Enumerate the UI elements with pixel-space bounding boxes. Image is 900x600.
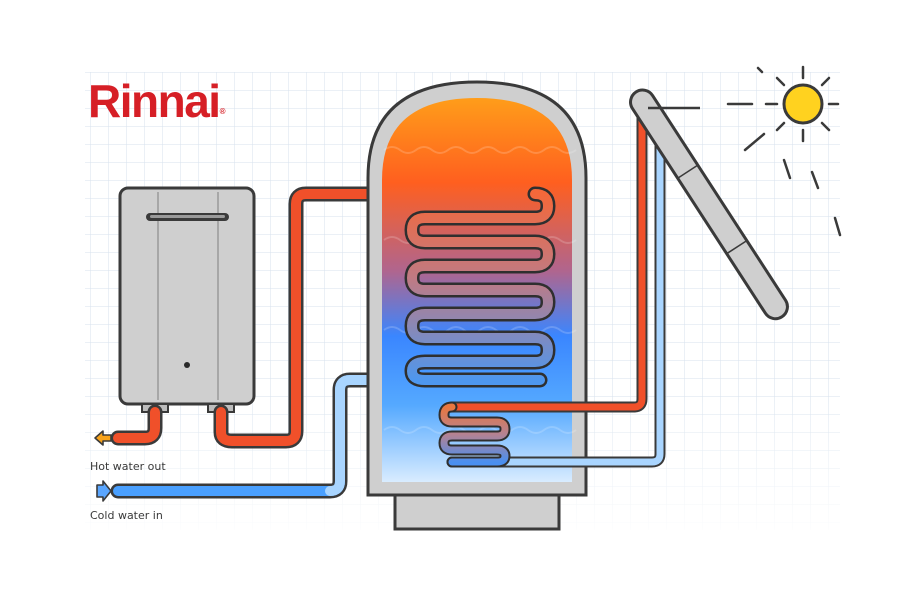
hot-arrow-icon bbox=[94, 430, 112, 446]
trademark-symbol: ® bbox=[219, 107, 226, 116]
solar-loop-pipes bbox=[446, 97, 666, 468]
hot-water-out-pipe bbox=[110, 404, 163, 446]
tankless-water-heater-icon bbox=[118, 186, 256, 413]
upper-heat-exchanger-coil bbox=[404, 186, 556, 388]
hot-water-out-label: Hot water out bbox=[90, 460, 166, 473]
brand-name: Rinnai bbox=[88, 75, 221, 127]
cold-arrow-icon bbox=[96, 480, 112, 502]
cold-water-in-pipe bbox=[110, 372, 548, 499]
brand-logo: Rinnai® bbox=[88, 78, 225, 124]
sun-icon bbox=[726, 65, 842, 237]
solar-collector-icon bbox=[629, 88, 789, 321]
hot-supply-pipe bbox=[213, 186, 543, 449]
lower-heat-exchanger-coil bbox=[438, 401, 511, 468]
cold-water-in-label: Cold water in bbox=[90, 509, 163, 522]
